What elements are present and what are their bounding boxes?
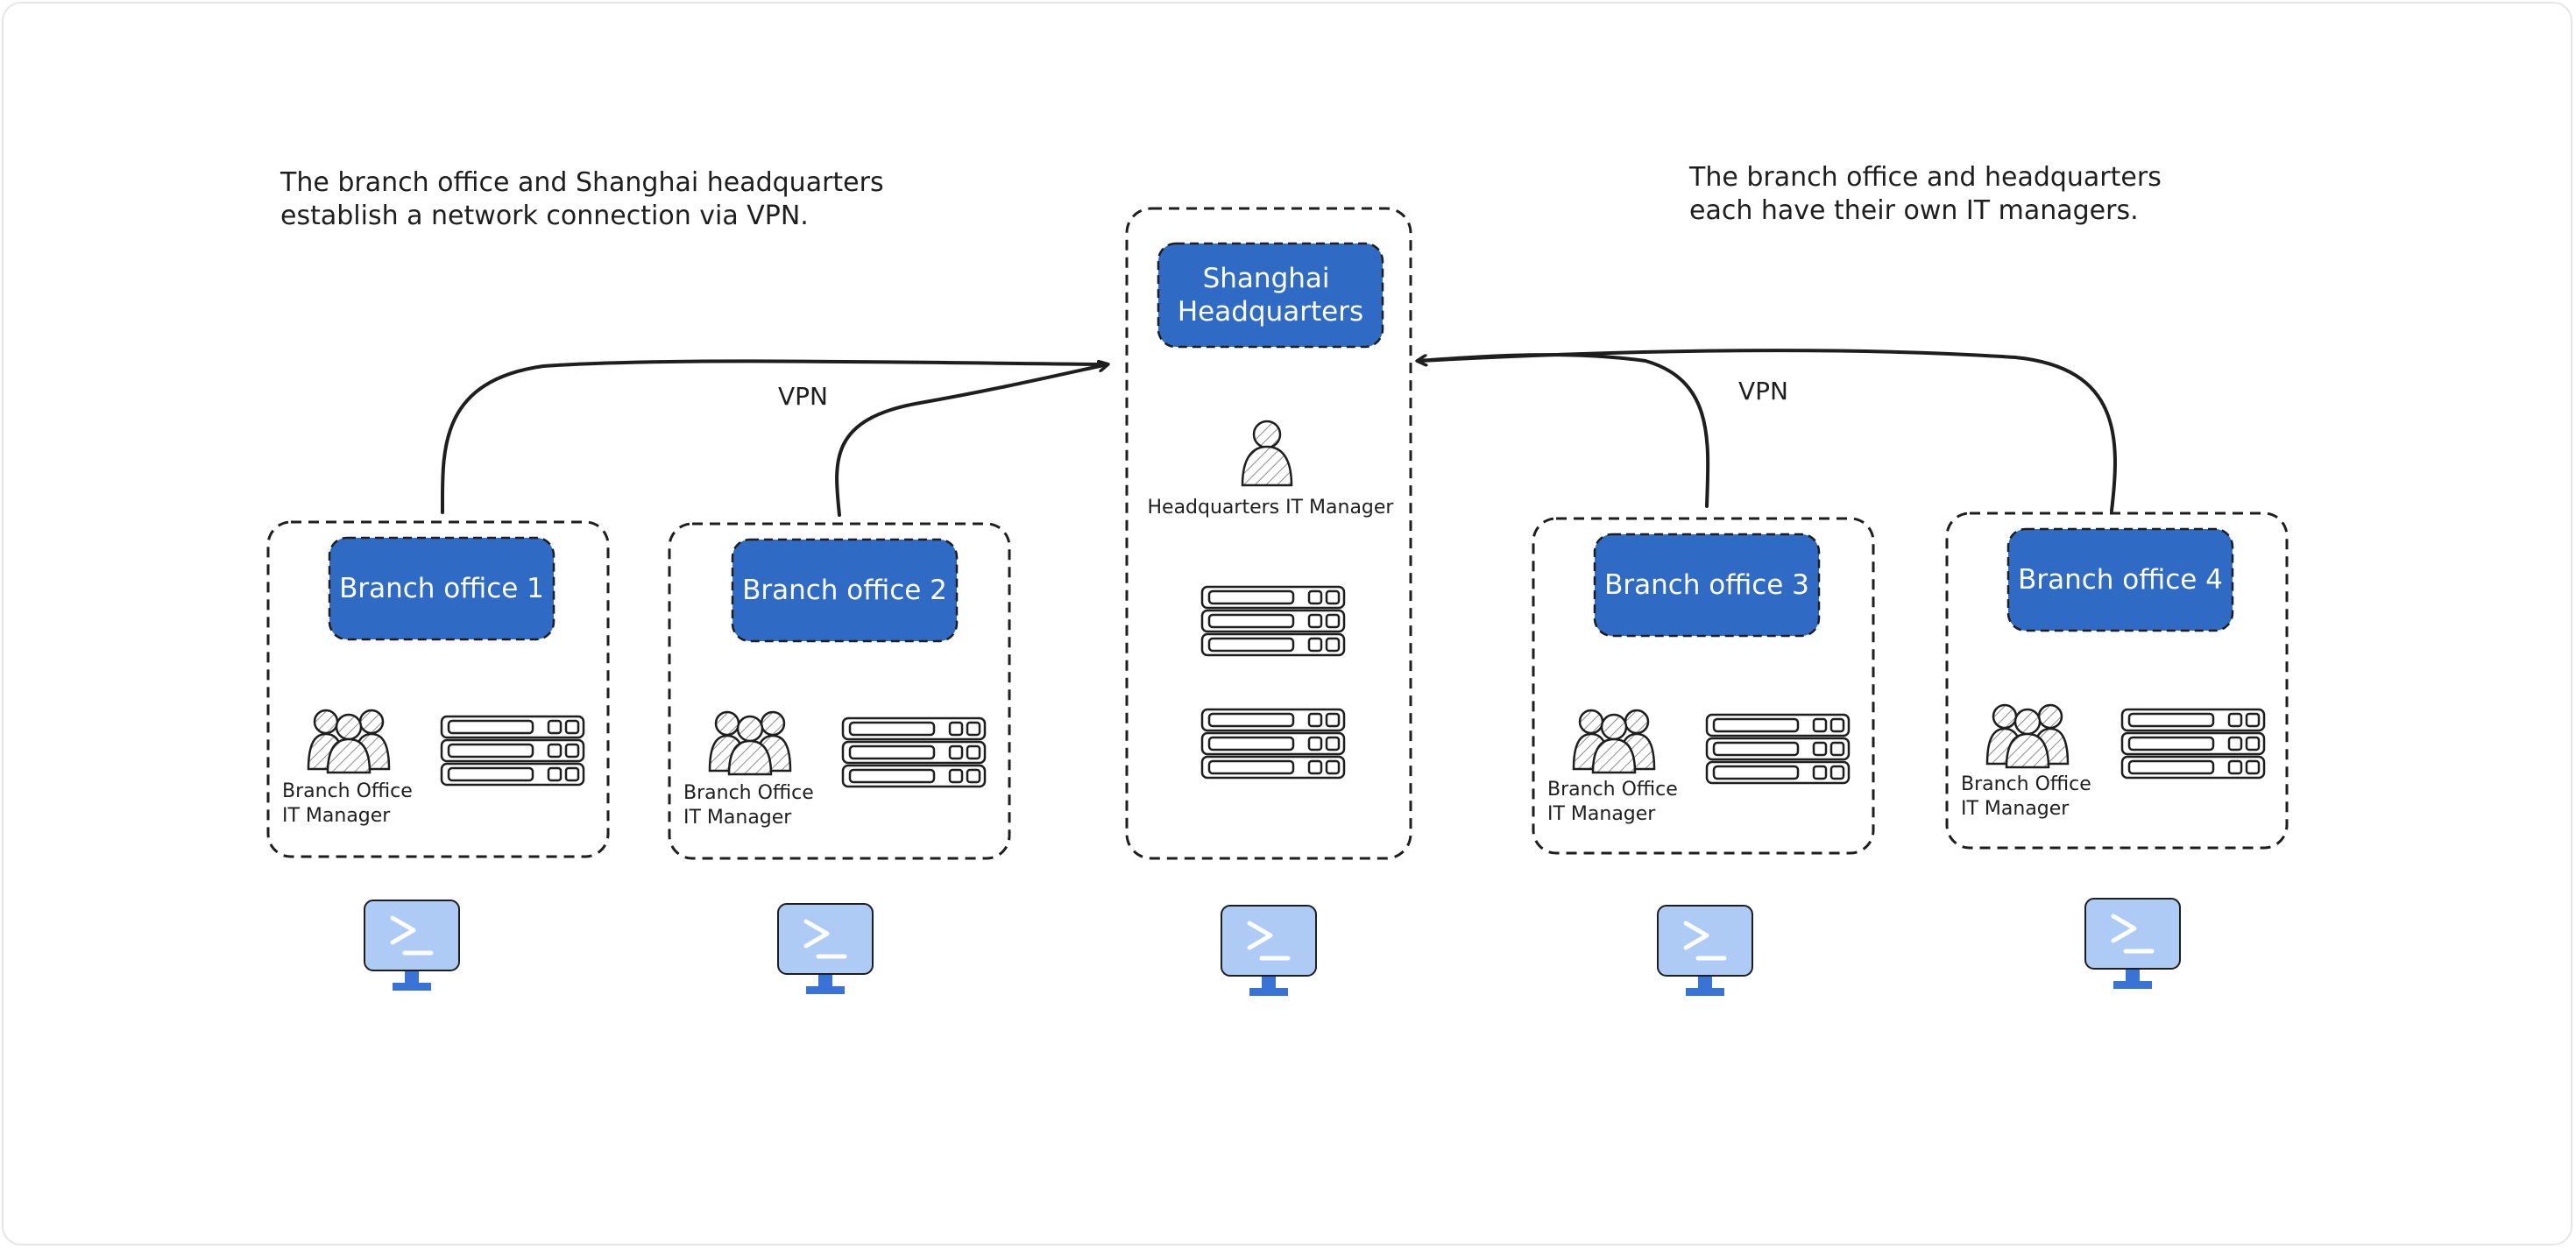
branch-office-4-manager-line-1: Branch Office (1961, 773, 2091, 795)
server-rack-icon (1200, 708, 1346, 780)
terminal-monitor-icon[interactable] (2084, 898, 2181, 989)
users-group-icon (708, 710, 792, 776)
users-group-icon (307, 709, 391, 774)
branch-office-2-manager-label: Branch Office IT Manager (683, 782, 820, 829)
branch-office-1-title: Branch office 1 (339, 573, 544, 604)
branch-office-2-group: Branch office 2 Branch Office IT Manager (668, 522, 1011, 860)
branch-office-3-manager-label: Branch Office IT Manager (1547, 779, 1684, 825)
headquarters-title-line-1: Shanghai (1203, 263, 1330, 294)
branch-office-2-node[interactable] (731, 538, 959, 643)
branch-office-3-manager-line-1: Branch Office (1547, 779, 1678, 801)
branch-office-4-title: Branch office 4 (2018, 564, 2223, 596)
branch-office-1-manager-line-2: IT Manager (282, 805, 391, 827)
terminal-monitor-icon[interactable] (1221, 905, 1317, 996)
branch-office-4-manager-label: Branch Office IT Manager (1961, 773, 2098, 820)
branch-office-2-manager-line-2: IT Manager (683, 807, 792, 829)
server-rack-icon (1705, 713, 1851, 785)
vpn-label-right: VPN (1738, 377, 1788, 406)
headquarters-title-line-2: Headquarters (1178, 296, 1363, 328)
branch-office-3-node[interactable] (1593, 533, 1821, 638)
branch-office-4-boundary (1945, 512, 2289, 850)
headquarters-group: Shanghai Headquarters Headquarters IT Ma… (1125, 207, 1412, 860)
server-rack-icon (2120, 708, 2266, 780)
note-left-line-1: The branch office and Shanghai headquart… (280, 167, 884, 198)
headquarters-node[interactable] (1157, 242, 1384, 349)
vpn-arrow-branch-1 (440, 359, 1109, 514)
branch-office-4-group: Branch office 4 Branch Office IT Manager (1945, 512, 2289, 850)
terminal-monitor-icon[interactable] (1657, 905, 1753, 996)
note-right-line-1: The branch office and headquarters (1688, 162, 2162, 193)
branch-office-1-manager-label: Branch Office IT Manager (282, 780, 419, 827)
branch-office-1-boundary (266, 520, 610, 858)
note-left-line-2: establish a network connection via VPN. (280, 201, 809, 231)
vpn-arrow-branch-3 (1418, 353, 1710, 508)
users-group-icon (1572, 709, 1656, 774)
terminal-monitor-icon[interactable] (777, 903, 874, 994)
branch-office-1-manager-line-1: Branch Office (282, 780, 413, 802)
branch-office-4-manager-line-2: IT Manager (1961, 798, 2070, 820)
vpn-arrow-branch-2 (835, 364, 1108, 517)
note-right-line-2: each have their own IT managers. (1689, 195, 2139, 226)
note-right: The branch office and headquarters each … (1688, 162, 2169, 226)
branch-office-2-boundary (668, 522, 1011, 860)
branch-office-2-title: Branch office 2 (742, 575, 947, 606)
branch-office-3-manager-line-2: IT Manager (1547, 803, 1656, 825)
branch-office-1-node[interactable] (328, 536, 556, 641)
server-rack-icon (841, 716, 987, 788)
headquarters-title: Shanghai Headquarters (1178, 263, 1363, 328)
branch-office-3-boundary (1532, 517, 1875, 855)
server-rack-icon (1200, 585, 1346, 657)
users-group-icon (1985, 703, 2070, 769)
branch-office-3-title: Branch office 3 (1604, 569, 1809, 601)
branch-office-1-group: Branch office 1 Branch Office IT Manager (266, 520, 610, 858)
server-rack-icon (440, 715, 585, 787)
branch-office-3-group: Branch office 3 Branch Office IT Manager (1532, 517, 1875, 855)
user-icon (1241, 420, 1293, 487)
terminal-monitor-icon[interactable] (364, 900, 460, 991)
branch-office-2-manager-line-1: Branch Office (683, 782, 814, 804)
branch-office-4-node[interactable] (2006, 527, 2234, 632)
note-left: The branch office and Shanghai headquart… (280, 167, 892, 231)
vpn-arrow-branch-4 (1418, 349, 2117, 512)
vpn-label-left: VPN (778, 382, 828, 411)
headquarters-manager-label: Headquarters IT Manager (1148, 497, 1395, 519)
